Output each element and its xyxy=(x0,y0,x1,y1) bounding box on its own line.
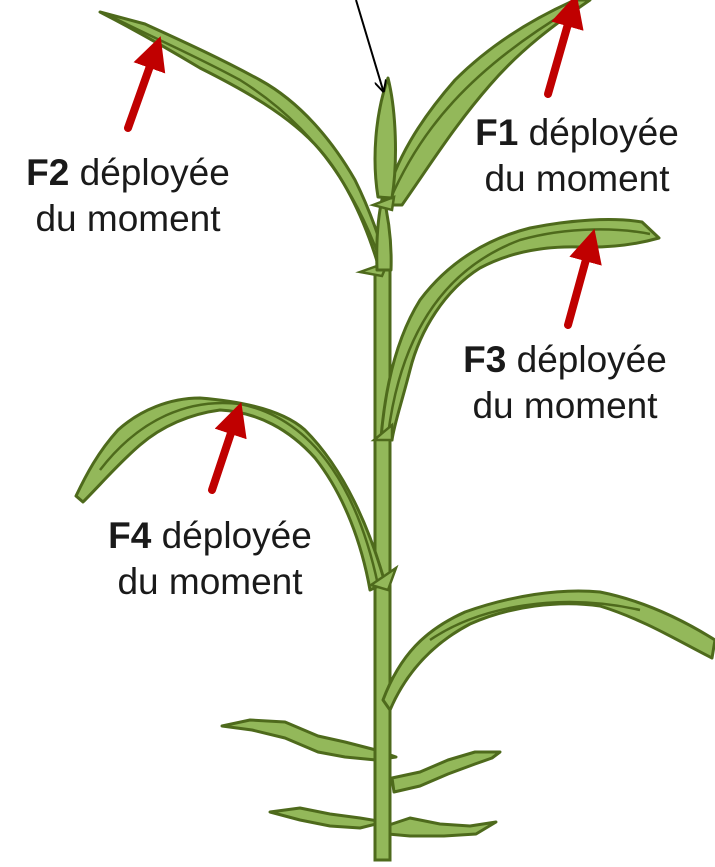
label-f3-line2: du moment xyxy=(472,385,658,426)
basal-leaf-right xyxy=(390,750,502,794)
pointer-emerging-leaf xyxy=(355,0,383,90)
label-f1: F1 déployée du moment xyxy=(452,110,702,202)
label-f2-line2: du moment xyxy=(35,198,221,239)
label-f4-line1: déployée xyxy=(151,515,312,556)
leaf-f1 xyxy=(382,0,592,207)
node-f4 xyxy=(368,564,399,592)
emerging-leaf xyxy=(373,76,397,200)
basal-leaf-low-right xyxy=(384,816,498,838)
label-f1-code: F1 xyxy=(475,112,519,153)
basal-leaf-upper xyxy=(220,718,398,762)
label-f2-code: F2 xyxy=(26,152,70,193)
node-f3 xyxy=(370,422,394,442)
leaf-f4 xyxy=(74,396,387,592)
label-f1-line2: du moment xyxy=(484,158,670,199)
arrow-f1 xyxy=(544,0,584,98)
arrow-f2 xyxy=(124,36,166,132)
label-f3: F3 déployée du moment xyxy=(440,337,690,429)
label-f4-line2: du moment xyxy=(117,561,303,602)
label-f1-line1: déployée xyxy=(518,112,679,153)
node-f1 xyxy=(368,195,396,212)
leaf-f3 xyxy=(379,218,661,442)
label-f2: F2 déployée du moment xyxy=(8,150,248,242)
label-f4-code: F4 xyxy=(108,515,152,556)
label-f2-line1: déployée xyxy=(69,152,230,193)
arrow-f4 xyxy=(208,402,247,494)
leaf-lower-right xyxy=(381,589,715,712)
arrow-f3 xyxy=(564,228,602,329)
label-f3-code: F3 xyxy=(463,339,507,380)
label-f4: F4 déployée du moment xyxy=(90,513,330,605)
basal-leaf-low-left xyxy=(268,806,386,830)
label-f3-line1: déployée xyxy=(506,339,667,380)
